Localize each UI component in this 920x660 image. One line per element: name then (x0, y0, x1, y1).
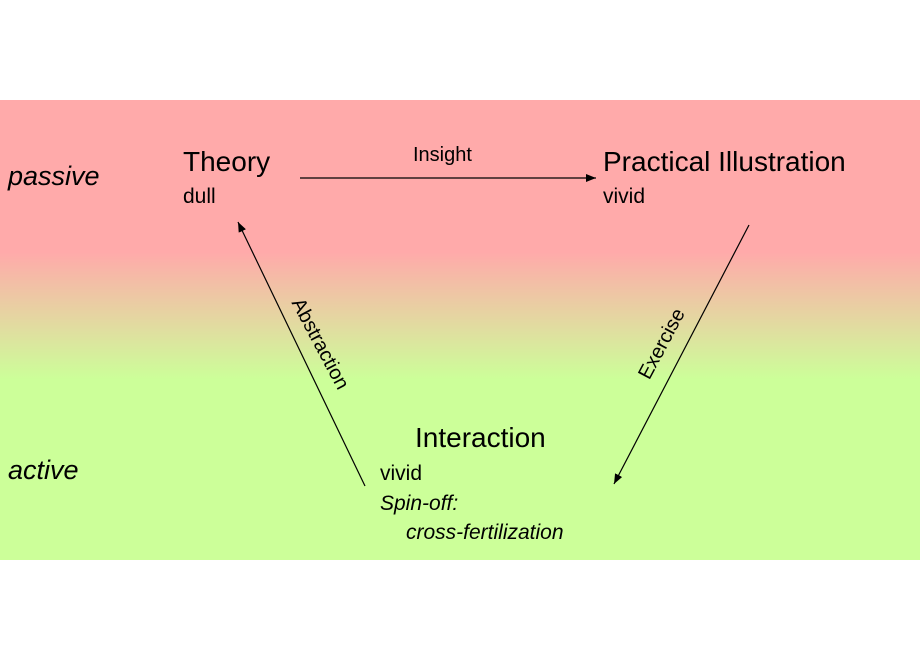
passive-band (0, 100, 920, 252)
abstraction-arrow (237, 221, 366, 487)
theory-title: Theory (183, 146, 271, 177)
practical-illustration-title: Practical Illustration (603, 146, 846, 177)
practical-illustration-quality: vivid (603, 185, 646, 208)
interaction-spinoff-label: Spin-off: (380, 492, 459, 515)
theory-quality: dull (183, 185, 216, 208)
exercise-arrow (613, 224, 750, 485)
transition-band (0, 252, 920, 380)
interaction-quality: vivid (380, 462, 423, 485)
interaction-spinoff-value: cross-fertilization (406, 521, 564, 544)
zone-label-passive: passive (8, 161, 100, 191)
zone-label-active: active (8, 455, 79, 485)
active-band (0, 380, 920, 560)
interaction-title: Interaction (415, 422, 546, 453)
edge-label-insight: Insight (413, 144, 472, 166)
